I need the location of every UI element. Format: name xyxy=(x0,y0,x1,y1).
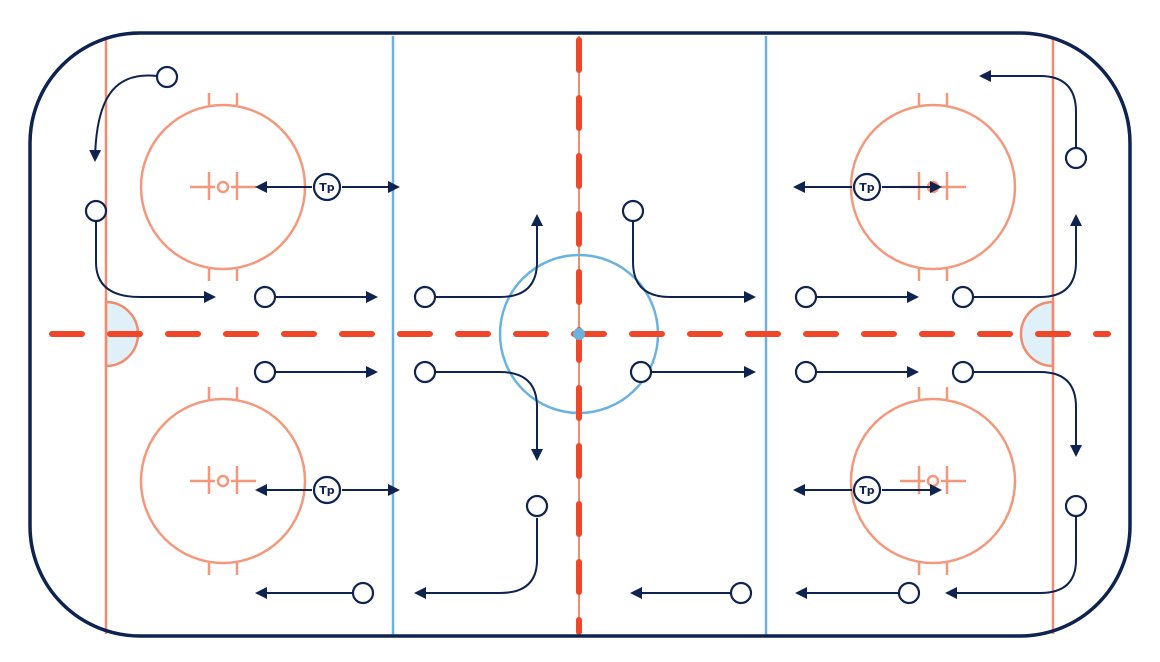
circle-player-icon xyxy=(155,65,179,89)
coach-label: Tp xyxy=(319,181,335,194)
circle-player-icon xyxy=(729,581,753,605)
circle-player-icon xyxy=(897,581,921,605)
circle-player-icon xyxy=(253,360,277,384)
circle-player-icon xyxy=(253,285,277,309)
arrow-path-icon xyxy=(414,518,538,599)
rink-boards xyxy=(28,31,1132,638)
circle-player-icon xyxy=(794,285,818,309)
players xyxy=(84,65,1088,605)
coach-marker-icon: Tp xyxy=(312,172,342,202)
circle-player-icon xyxy=(794,360,818,384)
coach-label: Tp xyxy=(859,484,875,497)
arrow-path-icon xyxy=(974,214,1082,298)
drill-arrows xyxy=(89,70,1082,599)
arrow-path-icon xyxy=(436,371,543,461)
coach-label: Tp xyxy=(319,484,335,497)
rink-markings xyxy=(28,31,1132,638)
circle-player-icon xyxy=(413,285,437,309)
arrow-path-icon xyxy=(945,517,1077,599)
circle-player-icon xyxy=(1064,494,1088,518)
arrow-path-icon xyxy=(632,222,756,303)
circle-player-icon xyxy=(621,199,645,223)
arrow-path-icon xyxy=(89,74,158,162)
arrow-path-icon xyxy=(974,371,1082,457)
circle-player-icon xyxy=(525,494,549,518)
arrow-path-icon xyxy=(436,214,543,298)
arrow-path-icon xyxy=(95,222,216,303)
circle-player-icon xyxy=(951,360,975,384)
coach-marker-icon: Tp xyxy=(312,475,342,505)
faceoff-circle-bottom-right xyxy=(849,387,1017,575)
circle-player-icon xyxy=(413,360,437,384)
coach-markers: Tp Tp Tp Tp xyxy=(312,172,882,505)
circle-player-icon xyxy=(1064,146,1088,170)
coach-marker-icon: Tp xyxy=(852,172,882,202)
circle-player-icon xyxy=(629,360,653,384)
arrow-path-icon xyxy=(979,70,1077,147)
coach-label: Tp xyxy=(859,181,875,194)
circle-player-icon xyxy=(84,199,108,223)
circle-player-icon xyxy=(351,581,375,605)
circle-player-icon xyxy=(951,285,975,309)
faceoff-circle-bottom-left xyxy=(139,387,307,575)
coach-marker-icon: Tp xyxy=(852,475,882,505)
center-dot xyxy=(573,328,585,340)
